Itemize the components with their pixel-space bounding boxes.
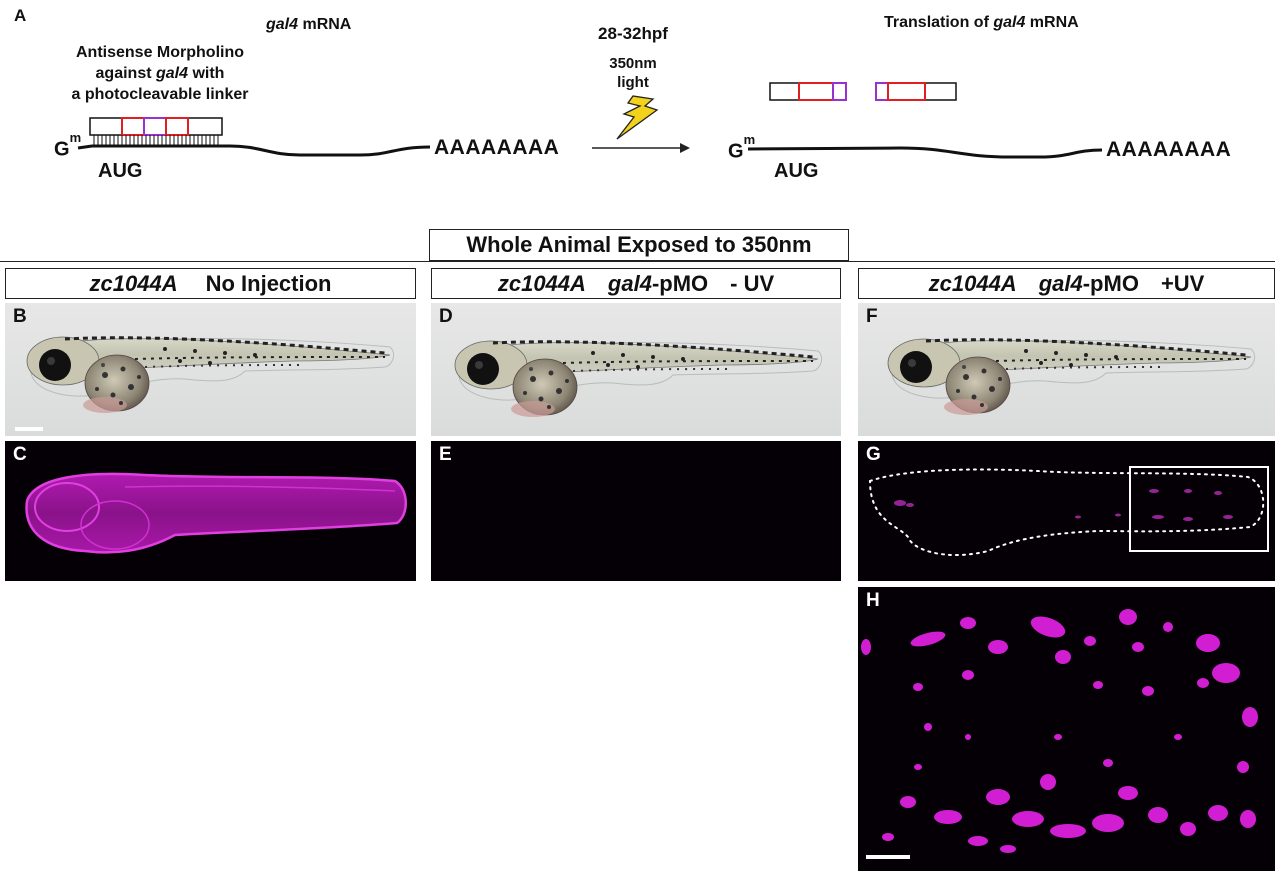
cap-letter-left: G: [54, 138, 70, 161]
panel-g-label: G: [866, 444, 881, 465]
lightning-bolt-icon: [616, 95, 659, 140]
morpholino-line-3: a photocleavable linker: [71, 86, 249, 103]
cap-right: Gm: [728, 132, 755, 164]
uv-state: - UV: [730, 271, 775, 296]
translation-pre: Translation of: [884, 14, 994, 31]
morpholino-line-1: Antisense Morpholino: [76, 44, 244, 61]
panel-c-fluorescence: C: [5, 441, 416, 581]
morpholino-description: Antisense Morpholino against gal4 with a…: [40, 42, 280, 105]
panel-h-label: H: [866, 590, 880, 611]
cleaved-fragment-right: [875, 82, 957, 101]
morpholino-block: [89, 117, 223, 146]
start-codon-right: AUG: [774, 160, 819, 182]
uv-state: +UV: [1160, 271, 1205, 296]
panel-h-inset-zoom: H: [858, 587, 1275, 871]
panel-g-fluorescence: G: [858, 441, 1275, 581]
light-word: light: [617, 74, 649, 91]
panel-f-brightfield: F: [858, 303, 1275, 436]
strain-name: zc1044A: [497, 271, 586, 296]
panel-f-label: F: [866, 306, 878, 327]
translation-post: mRNA: [1025, 14, 1079, 31]
treatment-name: No Injection: [205, 271, 332, 296]
fluorescent-larva: [25, 472, 407, 554]
panel-b-label: B: [13, 306, 27, 327]
translation-header: Translation of gal4 mRNA: [884, 14, 1079, 32]
condition-title-no-injection: zc1044A No Injection: [5, 268, 416, 299]
morpholino-line-2-post: with: [188, 65, 225, 82]
exposure-divider: [0, 261, 1275, 262]
start-codon-left: AUG: [98, 160, 143, 182]
gene-name: gal4: [607, 271, 652, 296]
panel-e-fluorescence: E: [431, 441, 841, 581]
mrna-word: mRNA: [298, 16, 352, 33]
panel-e-label: E: [439, 444, 452, 465]
morpholino-red-segment-right: [165, 117, 189, 136]
scale-bar: [866, 855, 910, 859]
cap-superscript-left: m: [69, 130, 82, 145]
fluorescent-cells: [861, 609, 1258, 853]
larva-image: [453, 339, 824, 419]
panel-d-label: D: [439, 306, 453, 327]
stage-label: 28-32hpf: [598, 24, 668, 43]
strain-name: zc1044A: [89, 271, 178, 296]
condition-title-pmo-minus-uv: zc1044A gal4-pMO - UV: [431, 268, 841, 299]
base-pair-hatches: [93, 135, 219, 146]
morpholino-line-2-gene: gal4: [156, 65, 189, 82]
fluorescent-signal: [894, 489, 1233, 521]
gene-name: gal4: [1038, 271, 1083, 296]
morpholino-box: [89, 117, 223, 136]
morpholino-line-2: against gal4 with: [40, 63, 280, 84]
cap-letter-right: G: [728, 140, 744, 163]
panel-c-label: C: [13, 444, 27, 465]
cap-left: Gm: [54, 130, 81, 162]
larva-image: [25, 335, 396, 415]
scale-bar: [15, 427, 43, 431]
cleaved-fragment-left: [769, 82, 847, 101]
gal4-gene-name: gal4: [266, 16, 299, 33]
mrna-diagram: [77, 82, 1103, 159]
light-label: 350nm light: [588, 54, 678, 92]
gal4-mrna-header: gal4 mRNA: [266, 16, 351, 34]
strain-name: zc1044A: [928, 271, 1017, 296]
inset-box: [1129, 466, 1269, 552]
morpholino-line-2-pre: against: [95, 65, 156, 82]
cap-superscript-right: m: [743, 132, 756, 147]
exposure-title: Whole Animal Exposed to 350nm: [429, 229, 849, 261]
panel-a-label: A: [14, 6, 27, 25]
reagent-name: -pMO: [1082, 271, 1139, 296]
panel-d-brightfield: D: [431, 303, 841, 436]
translation-gene: gal4: [993, 14, 1026, 31]
dotted-larva-outline: [868, 466, 1269, 557]
poly-a-tail-left: AAAAAAAA: [434, 136, 560, 159]
reagent-name: -pMO: [651, 271, 709, 296]
mrna-strand-right: [747, 146, 1103, 159]
larva-image: [886, 337, 1257, 417]
arrow-right-icon: [592, 143, 690, 153]
panel-b-brightfield: B: [5, 303, 416, 436]
poly-a-tail-right: AAAAAAAA: [1106, 138, 1232, 161]
condition-title-pmo-plus-uv: zc1044A gal4-pMO +UV: [858, 268, 1275, 299]
light-wavelength: 350nm: [609, 55, 657, 72]
mrna-strand-left: [77, 144, 431, 157]
cell-fluorescence: [861, 609, 1258, 853]
